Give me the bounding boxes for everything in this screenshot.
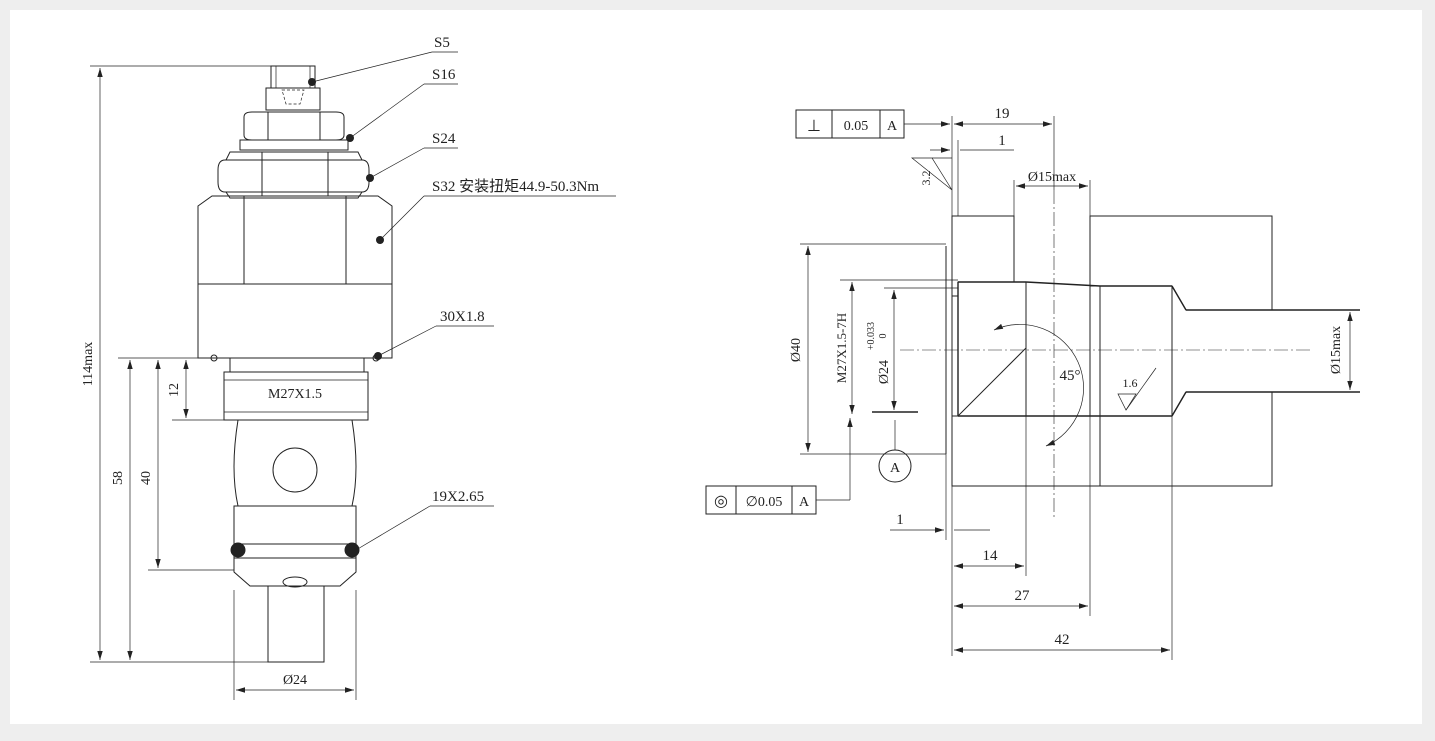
dim-depth-27: 27: [1015, 588, 1031, 604]
right-view-cavity: ⊥ 0.05 A ◎ ∅0.05 A A: [705, 106, 1360, 660]
cage-section: [230, 419, 360, 663]
cavity-outline: [900, 190, 1360, 520]
dim-bottom-1: 1: [896, 512, 904, 528]
flatness-datum: A: [887, 119, 898, 134]
right-dimensions: [800, 116, 1353, 660]
concentricity-symbol: ◎: [714, 493, 728, 510]
top-screw-s5: [265, 65, 321, 111]
dim-dia-24: Ø24: [877, 360, 892, 384]
callout-s32: S32 安装扭矩44.9-50.3Nm: [432, 178, 599, 195]
concentricity-value: ∅0.05: [746, 495, 783, 510]
left-view-valve: S5 S16 S24 S32 安装扭矩44.9-50.3Nm 30X1.8 19…: [81, 35, 616, 700]
dim-top-19: 19: [995, 106, 1010, 122]
dim-tol-lower: 0: [878, 334, 889, 339]
datum-a-label: A: [890, 461, 901, 476]
flatness-frame: [795, 109, 950, 139]
dim-bore-max: Ø15max: [1028, 170, 1076, 185]
dim-tol-upper: +0.033: [866, 322, 877, 350]
callout-oring-top: 30X1.8: [440, 309, 485, 325]
flatness-value: 0.05: [844, 119, 869, 134]
dim-depth-42: 42: [1055, 632, 1070, 648]
concentricity-frame: [705, 418, 853, 515]
dim-diameter-bottom: Ø24: [283, 673, 307, 688]
dim-top-1: 1: [998, 133, 1006, 149]
dim-overall-height: 114max: [81, 342, 96, 387]
callout-s24: S24: [432, 131, 456, 147]
datum-a: [872, 411, 918, 483]
dim-angle: 45°: [1060, 368, 1081, 384]
roughness-top: 3.2: [919, 171, 933, 186]
left-dimensions: [90, 65, 357, 700]
concentricity-datum: A: [799, 495, 810, 510]
dim-height-58: 58: [111, 471, 126, 485]
flatness-symbol: ⊥: [807, 118, 821, 135]
dim-height-40: 40: [139, 471, 154, 485]
nut-s16: [239, 111, 349, 151]
dim-dia-15-right: Ø15max: [1329, 326, 1344, 374]
dim-depth-14: 14: [983, 548, 999, 564]
callout-oring-bottom: 19X2.65: [432, 489, 484, 505]
roughness-inner: 1.6: [1123, 376, 1138, 390]
callout-s5: S5: [434, 35, 450, 51]
dim-height-12: 12: [167, 383, 182, 397]
dim-dia-40: Ø40: [789, 338, 804, 362]
paper: [10, 10, 1422, 724]
dim-thread: M27X1.5-7H: [834, 313, 849, 383]
thread-label: M27X1.5: [268, 387, 322, 402]
callout-s16: S16: [432, 67, 456, 83]
callout-leaders: [308, 51, 616, 551]
